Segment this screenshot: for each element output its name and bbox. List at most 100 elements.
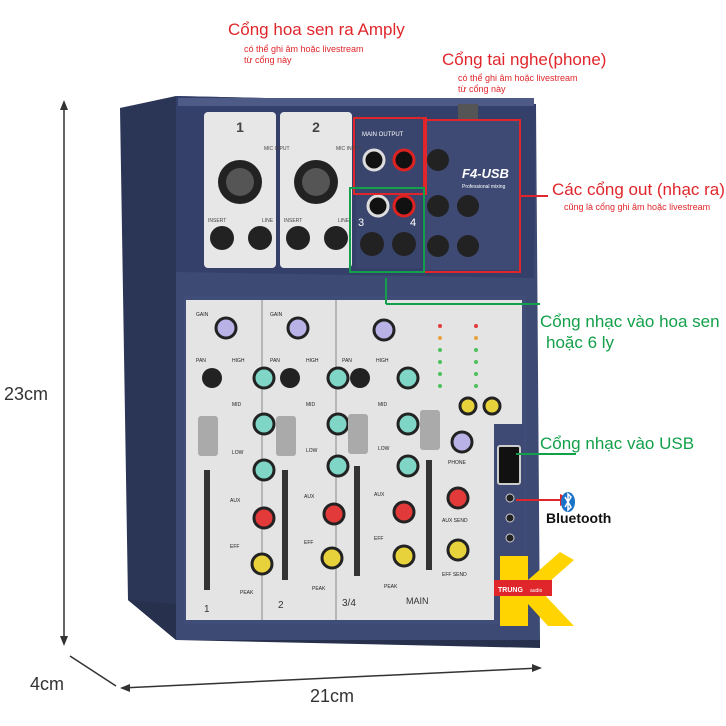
master-knob-b — [482, 396, 502, 416]
strip-number-34: 3/4 — [342, 598, 356, 609]
main-label: MAIN — [406, 596, 429, 606]
gain-label-2: GAIN — [270, 312, 283, 318]
aux-label-1: AUX — [230, 498, 241, 504]
width-dim-arrow-left — [120, 684, 130, 692]
fader-cap-1 — [198, 416, 218, 456]
ch2-line-jack — [324, 226, 348, 250]
rca-out-l — [362, 148, 386, 172]
amply-output-sub1: có thể ghi âm hoặc livestream — [244, 44, 364, 54]
rca-out-r — [392, 148, 416, 172]
music-in-title-line1: Cổng nhạc vào hoa sen — [540, 312, 720, 331]
mid-label-1: MID — [232, 402, 242, 408]
phone-output-title: Cổng tai nghe(phone) — [442, 50, 607, 69]
high-label-2: HIGH — [306, 358, 319, 364]
eff-label-2: EFF — [304, 540, 313, 546]
eff-send-label: EFF SEND — [442, 572, 467, 578]
strip-number-1: 1 — [204, 604, 210, 615]
high-knob-34 — [396, 366, 420, 390]
mixer-top-strip — [178, 98, 534, 106]
bt-button-3 — [505, 533, 515, 543]
eff-label-1: EFF — [230, 544, 239, 550]
peak-label-2: PEAK — [312, 586, 326, 592]
ch1-insert-label: INSERT — [208, 218, 226, 224]
peak-label-34: PEAK — [384, 584, 398, 590]
out-jack-3 — [427, 235, 449, 257]
input-highlight-box — [349, 187, 425, 273]
fader-track-1 — [204, 470, 210, 590]
low-knob-34 — [396, 454, 420, 478]
phone-jack — [427, 149, 449, 171]
bt-button-2 — [505, 513, 515, 523]
led-meter — [438, 324, 478, 388]
out-jack-4 — [457, 235, 479, 257]
pan-label-2: PAN — [270, 358, 280, 364]
ch3-jack — [360, 232, 384, 256]
eff-knob-34 — [392, 544, 416, 568]
pan-knob-1 — [202, 368, 222, 388]
height-dim-arrow-top — [60, 100, 68, 110]
low-label-2: LOW — [306, 448, 318, 454]
aux-send-label: AUX SEND — [442, 518, 468, 524]
mid-label-2: MID — [306, 402, 316, 408]
pan-label-1: PAN — [196, 358, 206, 364]
usb-port — [497, 445, 521, 485]
aux-knob-1 — [252, 506, 276, 530]
ch1-insert-jack — [210, 226, 234, 250]
low-label-1: LOW — [232, 450, 244, 456]
low-knob-2 — [326, 454, 350, 478]
aux-knob-34 — [392, 500, 416, 524]
ch1-xlr-inner — [226, 168, 254, 196]
mid-knob-1 — [252, 412, 276, 436]
high-knob-1 — [252, 366, 276, 390]
eff-knob-2 — [320, 546, 344, 570]
width-dim-arrow-right — [532, 664, 542, 672]
high-label-1: HIGH — [232, 358, 245, 364]
master-knob-a — [458, 396, 478, 416]
ch2-number: 2 — [312, 119, 320, 135]
aux-label-34: AUX — [374, 492, 385, 498]
out-jack-2 — [457, 195, 479, 217]
power-connector — [458, 104, 478, 120]
aux-send-knob — [446, 486, 470, 510]
eff-send-knob — [446, 538, 470, 562]
ch3-label: 3 — [358, 217, 364, 229]
pan-knob-34 — [350, 368, 370, 388]
ch2-insert-label: INSERT — [284, 218, 302, 224]
usb-in-title: Cổng nhạc vào USB — [540, 434, 695, 453]
brand-logo — [494, 552, 574, 626]
main-output-label: MAIN OUTPUT — [362, 132, 404, 138]
bt-button-1 — [505, 493, 515, 503]
height-dim-arrow-bottom — [60, 636, 68, 646]
amply-output-title: Cổng hoa sen ra Amply — [228, 20, 405, 39]
out-ports-title: Các cổng out (nhạc ra) — [552, 180, 725, 199]
mid-label-34: MID — [378, 402, 388, 408]
gain-knob-2 — [286, 316, 310, 340]
model-sublabel: Professional mixing — [462, 184, 506, 190]
aux-label-2: AUX — [304, 494, 315, 500]
width-dimension: 21cm — [310, 686, 355, 706]
fader-track-2 — [282, 470, 288, 580]
model-label: F4-USB — [462, 166, 509, 181]
peak-label-1: PEAK — [240, 590, 254, 596]
fader-cap-34 — [348, 414, 368, 454]
high-label-34: HIGH — [376, 358, 389, 364]
phone-label: PHONE — [448, 460, 466, 466]
eff-label-34: EFF — [374, 536, 383, 542]
bluetooth-icon — [561, 492, 575, 512]
out-jack-1 — [427, 195, 449, 217]
mid-knob-2 — [326, 412, 350, 436]
phone-knob — [450, 430, 474, 454]
phone-output-sub2: từ cổng này — [458, 84, 506, 94]
ch2-insert-jack — [286, 226, 310, 250]
ch1-line-label: LINE — [262, 218, 274, 224]
bluetooth-label: Bluetooth — [546, 510, 612, 526]
logo-sub: audio — [530, 588, 542, 594]
pan-label-34: PAN — [342, 358, 352, 364]
width-dim-line — [121, 667, 541, 689]
logo-brand: TRUNG — [498, 587, 523, 594]
amply-output-sub2: từ cổng này — [244, 55, 292, 65]
pan-knob-2 — [280, 368, 300, 388]
fader-cap-main — [420, 410, 440, 450]
depth-dim-line — [69, 655, 117, 687]
rca-in-r — [392, 194, 416, 218]
